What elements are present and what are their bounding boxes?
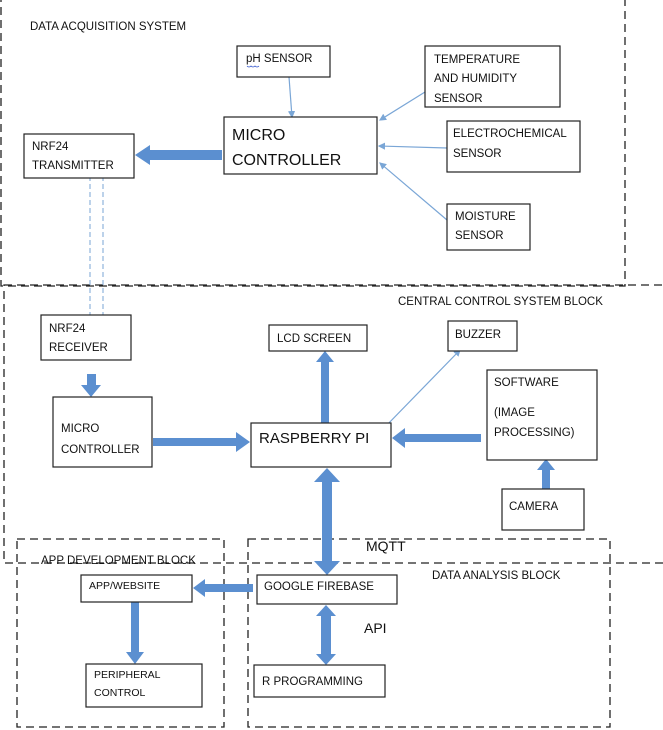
moisture-sensor-box: MOISTURE SENSOR bbox=[446, 203, 531, 251]
mc-to-rpi-arrow bbox=[153, 432, 250, 452]
wireless-link bbox=[89, 175, 104, 316]
svg-text:CONTROL: CONTROL bbox=[94, 687, 145, 699]
svg-text:SENSOR: SENSOR bbox=[455, 230, 504, 242]
svg-text:CAMERA: CAMERA bbox=[509, 501, 559, 513]
firebase-to-app-arrow bbox=[193, 579, 253, 597]
firebase-r-api-arrow bbox=[316, 605, 336, 665]
mqtt-label: MQTT bbox=[366, 538, 406, 554]
electro-to-mc-arrow bbox=[377, 142, 448, 150]
svg-text:SOFTWARE: SOFTWARE bbox=[494, 377, 559, 389]
svg-text:PROCESSING): PROCESSING) bbox=[494, 427, 575, 439]
r-programming-box: R PROGRAMMING bbox=[253, 664, 386, 698]
app-website-box: APP/WEBSITE bbox=[80, 574, 193, 603]
app-to-peripheral-arrow bbox=[126, 602, 144, 664]
svg-text:AND HUMIDITY: AND HUMIDITY bbox=[434, 73, 517, 85]
svg-text:RECEIVER: RECEIVER bbox=[49, 342, 108, 354]
central-control-title: CENTRAL CONTROL SYSTEM BLOCK bbox=[398, 296, 603, 308]
buzzer-box: BUZZER bbox=[447, 320, 518, 352]
svg-text:SENSOR: SENSOR bbox=[453, 148, 502, 160]
microcontroller-2-box: MICRO CONTROLLER bbox=[52, 396, 153, 468]
rpi-to-buzzer-arrow bbox=[383, 349, 461, 429]
electrochemical-sensor-box: ELECTROCHEMICAL SENSOR bbox=[446, 120, 581, 173]
camera-box: CAMERA bbox=[501, 488, 585, 531]
svg-text:TRANSMITTER: TRANSMITTER bbox=[32, 160, 114, 172]
ph-sensor-box: pH SENSOR bbox=[236, 45, 331, 78]
svg-text:MICRO: MICRO bbox=[61, 423, 99, 435]
rpi-firebase-mqtt-arrow bbox=[314, 468, 340, 575]
api-label: API bbox=[364, 620, 387, 636]
svg-text:NRF24: NRF24 bbox=[49, 323, 86, 335]
svg-text:GOOGLE FIREBASE: GOOGLE FIREBASE bbox=[264, 581, 374, 593]
data-analysis-block bbox=[247, 538, 611, 728]
nrf24-receiver-box: NRF24 RECEIVER bbox=[40, 314, 132, 361]
software-to-rpi-arrow bbox=[392, 428, 481, 448]
data-acquisition-title: DATA ACQUISITION SYSTEM bbox=[30, 21, 186, 33]
svg-text:pH SENSOR: pH SENSOR bbox=[246, 53, 312, 65]
svg-text:MICRO: MICRO bbox=[232, 127, 285, 144]
app-development-block bbox=[16, 538, 225, 728]
svg-text:NRF24: NRF24 bbox=[32, 141, 69, 153]
svg-text:TEMPERATURE: TEMPERATURE bbox=[434, 54, 520, 66]
mc-to-transmitter-arrow bbox=[135, 145, 222, 165]
lcd-screen-box: LCD SCREEN bbox=[268, 324, 368, 352]
data-acquisition-block bbox=[0, 0, 626, 287]
svg-text:CONTROLLER: CONTROLLER bbox=[232, 152, 341, 169]
app-development-title: APP DEVELOPMENT BLOCK bbox=[41, 555, 196, 567]
peripheral-control-box: PERIPHERAL CONTROL bbox=[85, 663, 203, 708]
raspberry-pi-box: RASPBERRY PI bbox=[250, 422, 392, 468]
svg-text:PERIPHERAL: PERIPHERAL bbox=[94, 669, 161, 681]
data-analysis-title: DATA ANALYSIS BLOCK bbox=[432, 570, 561, 582]
svg-text:RASPBERRY PI: RASPBERRY PI bbox=[259, 430, 369, 447]
camera-to-software-arrow bbox=[537, 459, 555, 497]
nrf24-transmitter-box: NRF24 TRANSMITTER bbox=[23, 133, 135, 179]
moisture-to-mc-arrow bbox=[379, 162, 448, 221]
svg-text:SENSOR: SENSOR bbox=[434, 93, 483, 105]
microcontroller-box: MICRO CONTROLLER bbox=[223, 116, 378, 175]
rpi-to-lcd-arrow bbox=[316, 351, 334, 423]
receiver-to-mc-arrow bbox=[81, 374, 101, 397]
temp-to-mc-arrow bbox=[378, 91, 426, 121]
temperature-humidity-sensor-box: TEMPERATURE AND HUMIDITY SENSOR bbox=[424, 45, 561, 108]
svg-text:CONTROLLER: CONTROLLER bbox=[61, 444, 140, 456]
svg-text:LCD SCREEN: LCD SCREEN bbox=[277, 333, 351, 345]
google-firebase-box: GOOGLE FIREBASE bbox=[256, 574, 398, 605]
svg-text:R PROGRAMMING: R PROGRAMMING bbox=[262, 676, 363, 688]
software-image-processing-box: SOFTWARE (IMAGE PROCESSING) bbox=[486, 369, 598, 461]
svg-text:BUZZER: BUZZER bbox=[455, 329, 501, 341]
svg-text:(IMAGE: (IMAGE bbox=[494, 407, 535, 419]
ph-to-mc-arrow bbox=[287, 76, 296, 119]
svg-text:APP/WEBSITE: APP/WEBSITE bbox=[89, 580, 160, 592]
svg-text:ELECTROCHEMICAL: ELECTROCHEMICAL bbox=[453, 128, 567, 140]
svg-text:MOISTURE: MOISTURE bbox=[455, 211, 516, 223]
